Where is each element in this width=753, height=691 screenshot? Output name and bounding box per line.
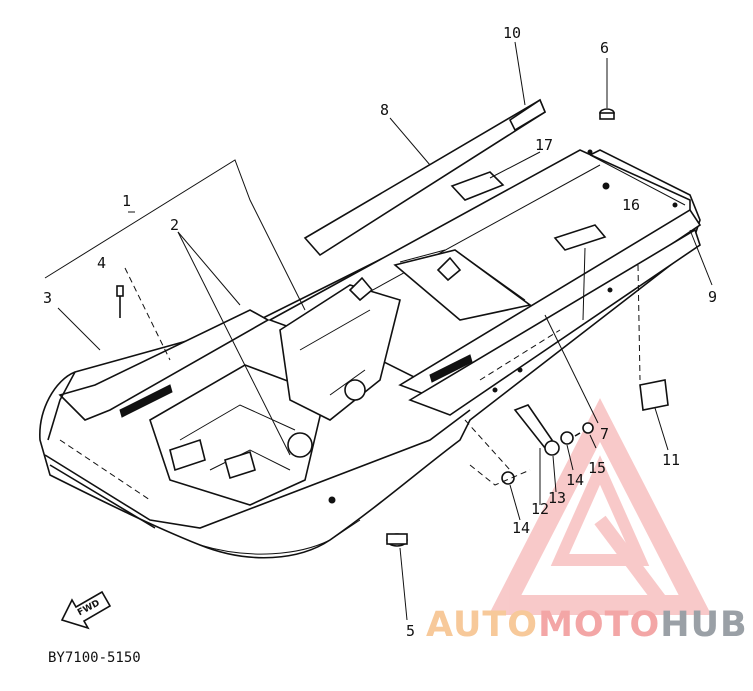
callout-1: 1 [122, 192, 131, 210]
watermark-text: AUTOMOTOHUB [426, 605, 748, 645]
leader-lines [44, 41, 713, 621]
drain-plug-5 [386, 533, 408, 547]
decal-tip-10 [508, 98, 547, 132]
plug-6 [599, 108, 615, 120]
label-17 [450, 171, 505, 201]
label-16 [553, 224, 607, 251]
callout-9: 9 [708, 288, 717, 306]
label-11 [639, 379, 669, 411]
rivet-4 [116, 285, 124, 318]
callout-13: 13 [548, 489, 566, 507]
callout-12: 12 [531, 500, 549, 518]
callout-14a: 14 [512, 519, 530, 537]
callout-2: 2 [170, 216, 179, 234]
bolt-15 [574, 422, 594, 437]
watermark-part3: HUB [660, 605, 748, 645]
callout-labels: 1 2 3 4 5 6 7 8 9 10 11 12 13 14 14 15 1… [43, 24, 717, 640]
callout-14b: 14 [566, 471, 584, 489]
watermark-part2: MOTO [538, 605, 661, 645]
callout-6: 6 [600, 39, 609, 57]
watermark-triangle-logo [488, 398, 712, 615]
bracket-12 [513, 404, 554, 450]
callout-11: 11 [662, 451, 680, 469]
watermark-part1: AUTO [426, 605, 539, 645]
washer-14b [560, 431, 574, 445]
callout-4: 4 [97, 254, 106, 272]
callout-15: 15 [588, 459, 606, 477]
callout-5: 5 [406, 622, 415, 640]
callout-10: 10 [503, 24, 521, 42]
washer-13 [544, 440, 560, 456]
callout-8: 8 [380, 101, 389, 119]
callout-17: 17 [535, 136, 553, 154]
callout-16: 16 [622, 196, 640, 214]
forward-arrow-icon: FWD [60, 590, 112, 630]
callout-7: 7 [600, 425, 609, 443]
diagram-code: BY7100-5150 [48, 650, 141, 666]
callout-3: 3 [43, 289, 52, 307]
